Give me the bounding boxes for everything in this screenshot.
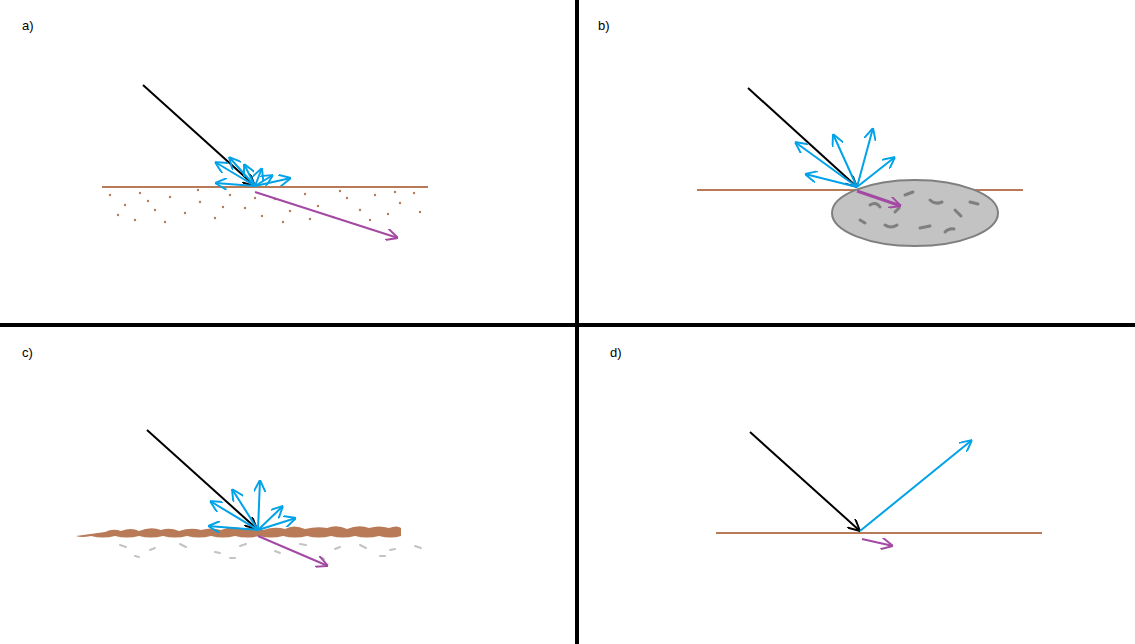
panel-label: d) [610, 345, 622, 361]
panel-d [716, 432, 1042, 546]
panel-label: b) [598, 18, 610, 34]
divider [0, 323, 1135, 327]
panel-label: a) [22, 18, 34, 34]
panel-c [76, 430, 421, 566]
divider [575, 0, 579, 644]
panel-a [102, 85, 428, 238]
panel-b [697, 88, 1023, 246]
panel-label: c) [22, 345, 33, 361]
